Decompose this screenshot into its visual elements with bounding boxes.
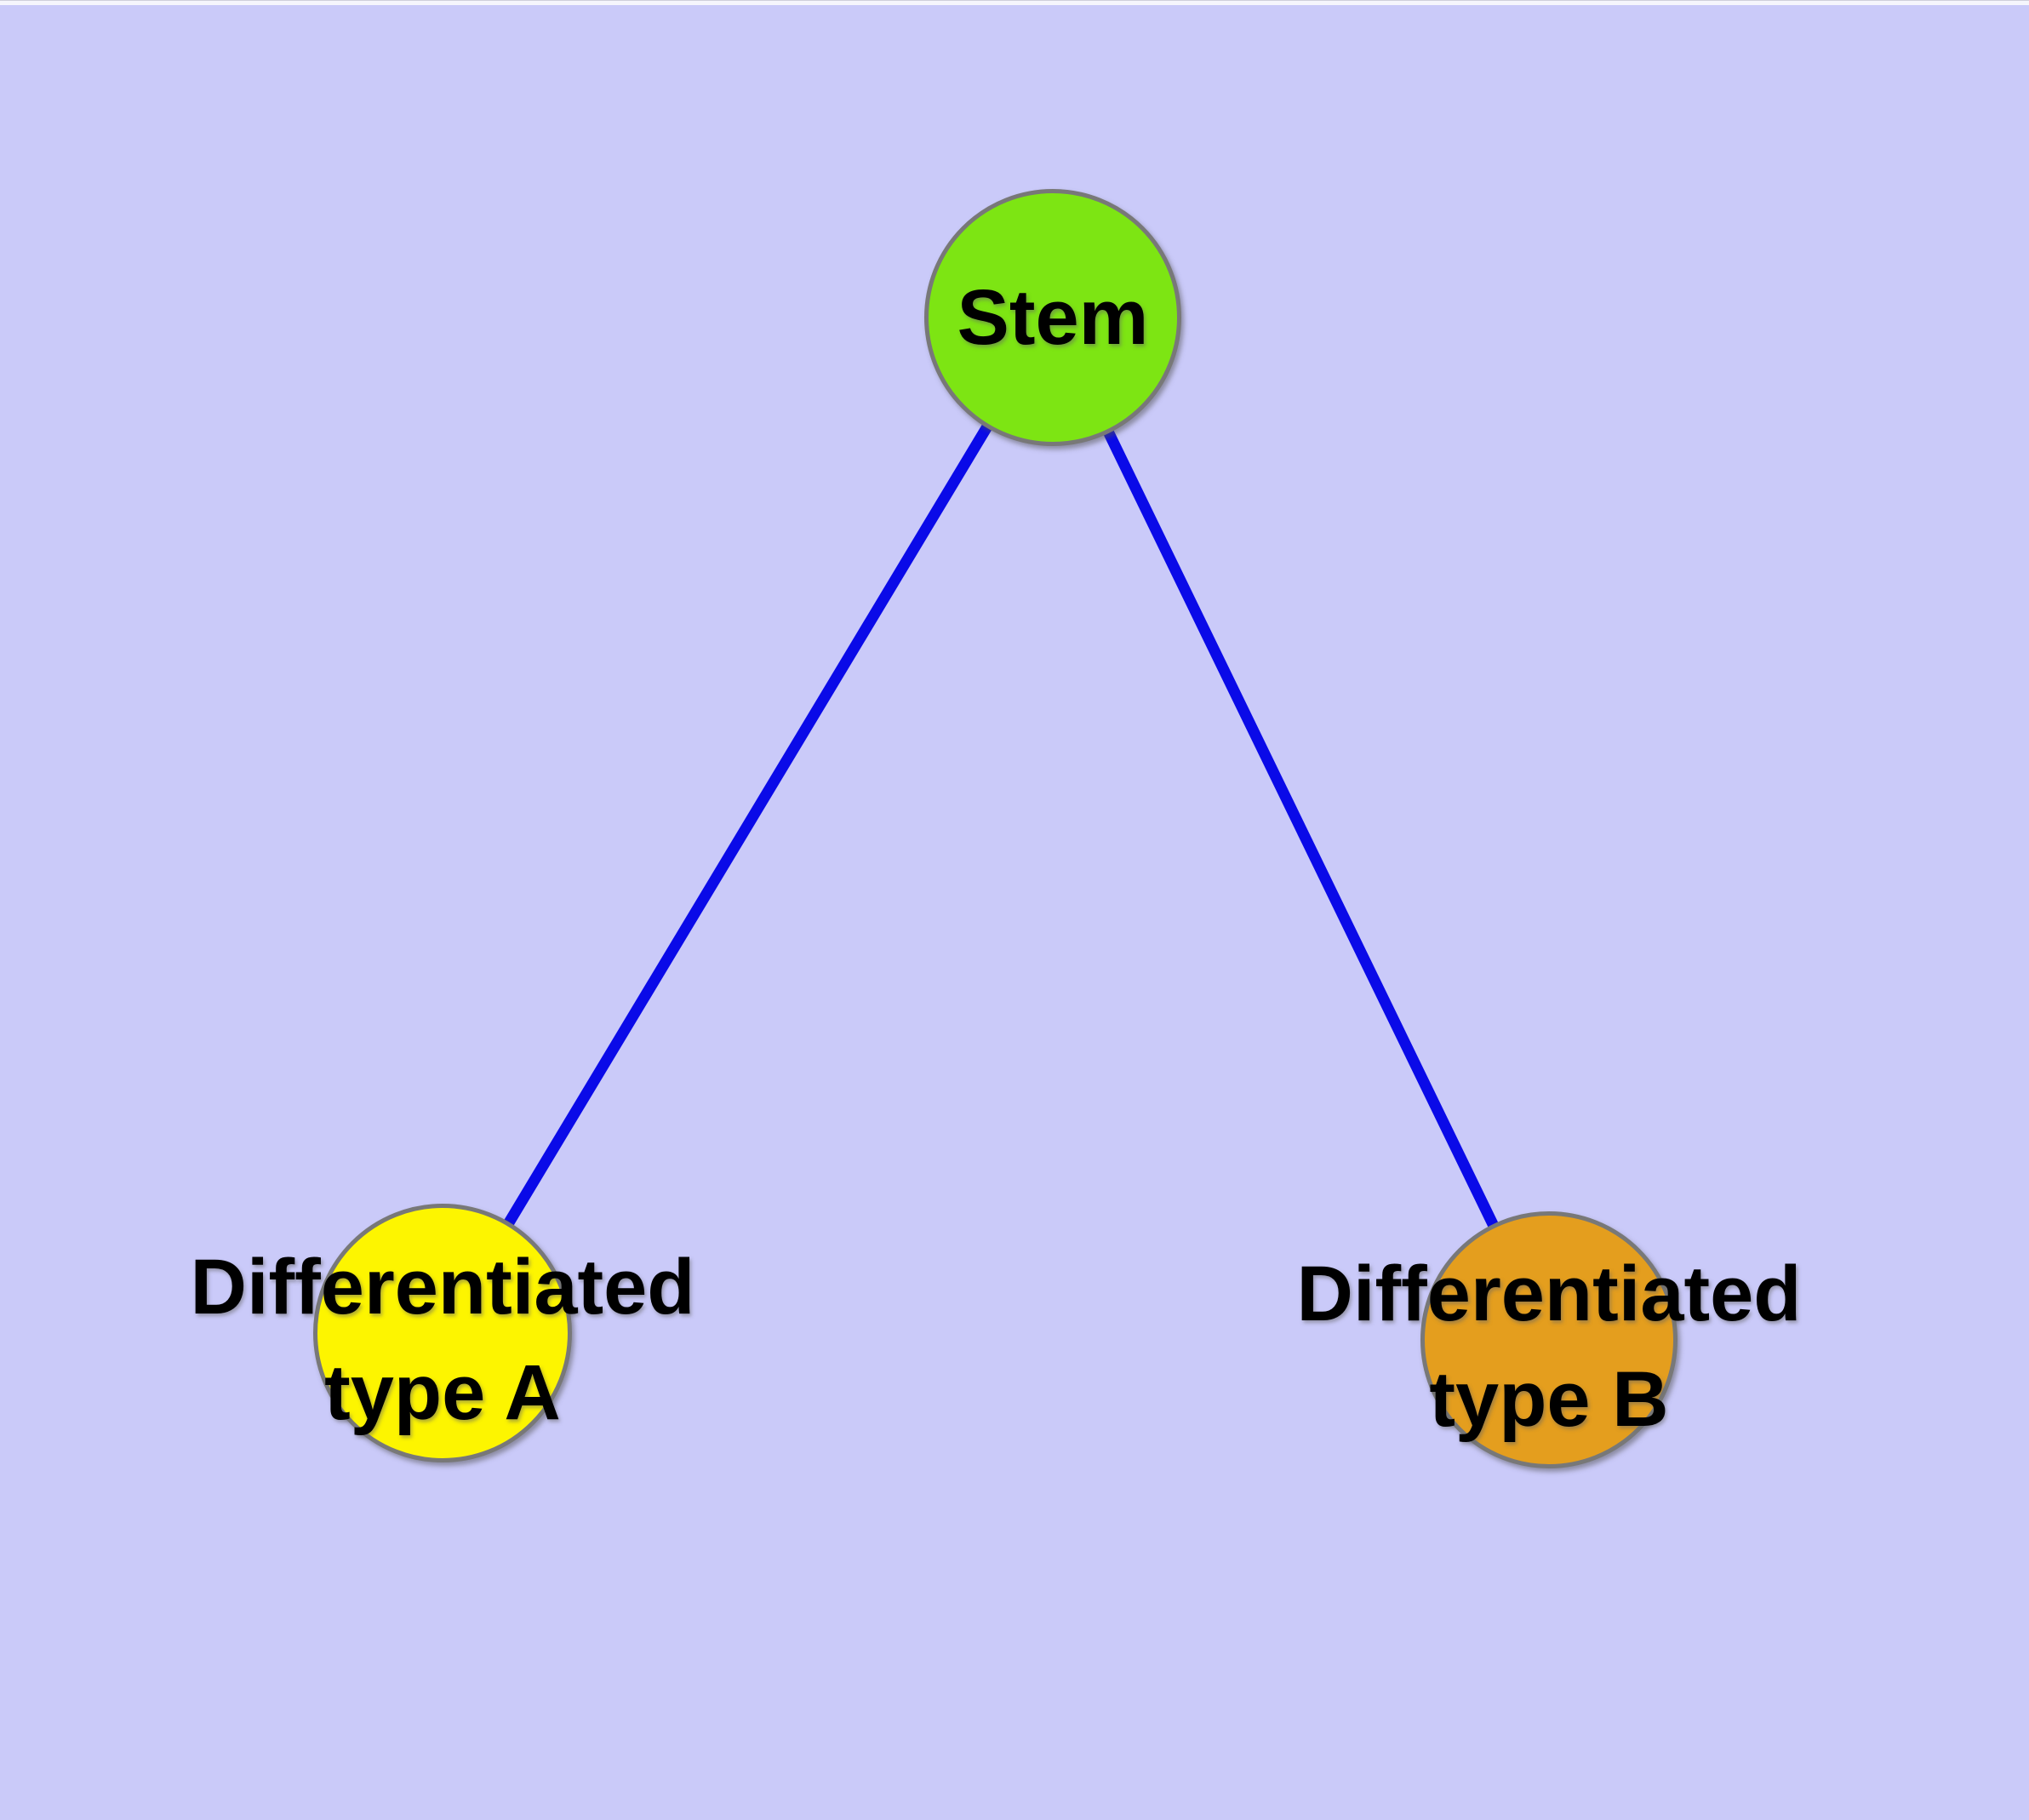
node-label-differentiated-type-b: Differentiated type B: [1296, 1250, 1802, 1443]
edge-stem-to-type-b: [1048, 315, 1554, 1342]
window-top-strip: [0, 0, 2029, 5]
node-differentiated-type-a[interactable]: [313, 1204, 572, 1462]
edge-stem-to-type-a: [437, 314, 1058, 1336]
node-label-differentiated-type-a: Differentiated type A: [190, 1243, 695, 1436]
node-stem[interactable]: [924, 189, 1181, 446]
node-differentiated-type-b[interactable]: [1420, 1211, 1677, 1468]
node-label-stem: Stem: [957, 273, 1149, 361]
